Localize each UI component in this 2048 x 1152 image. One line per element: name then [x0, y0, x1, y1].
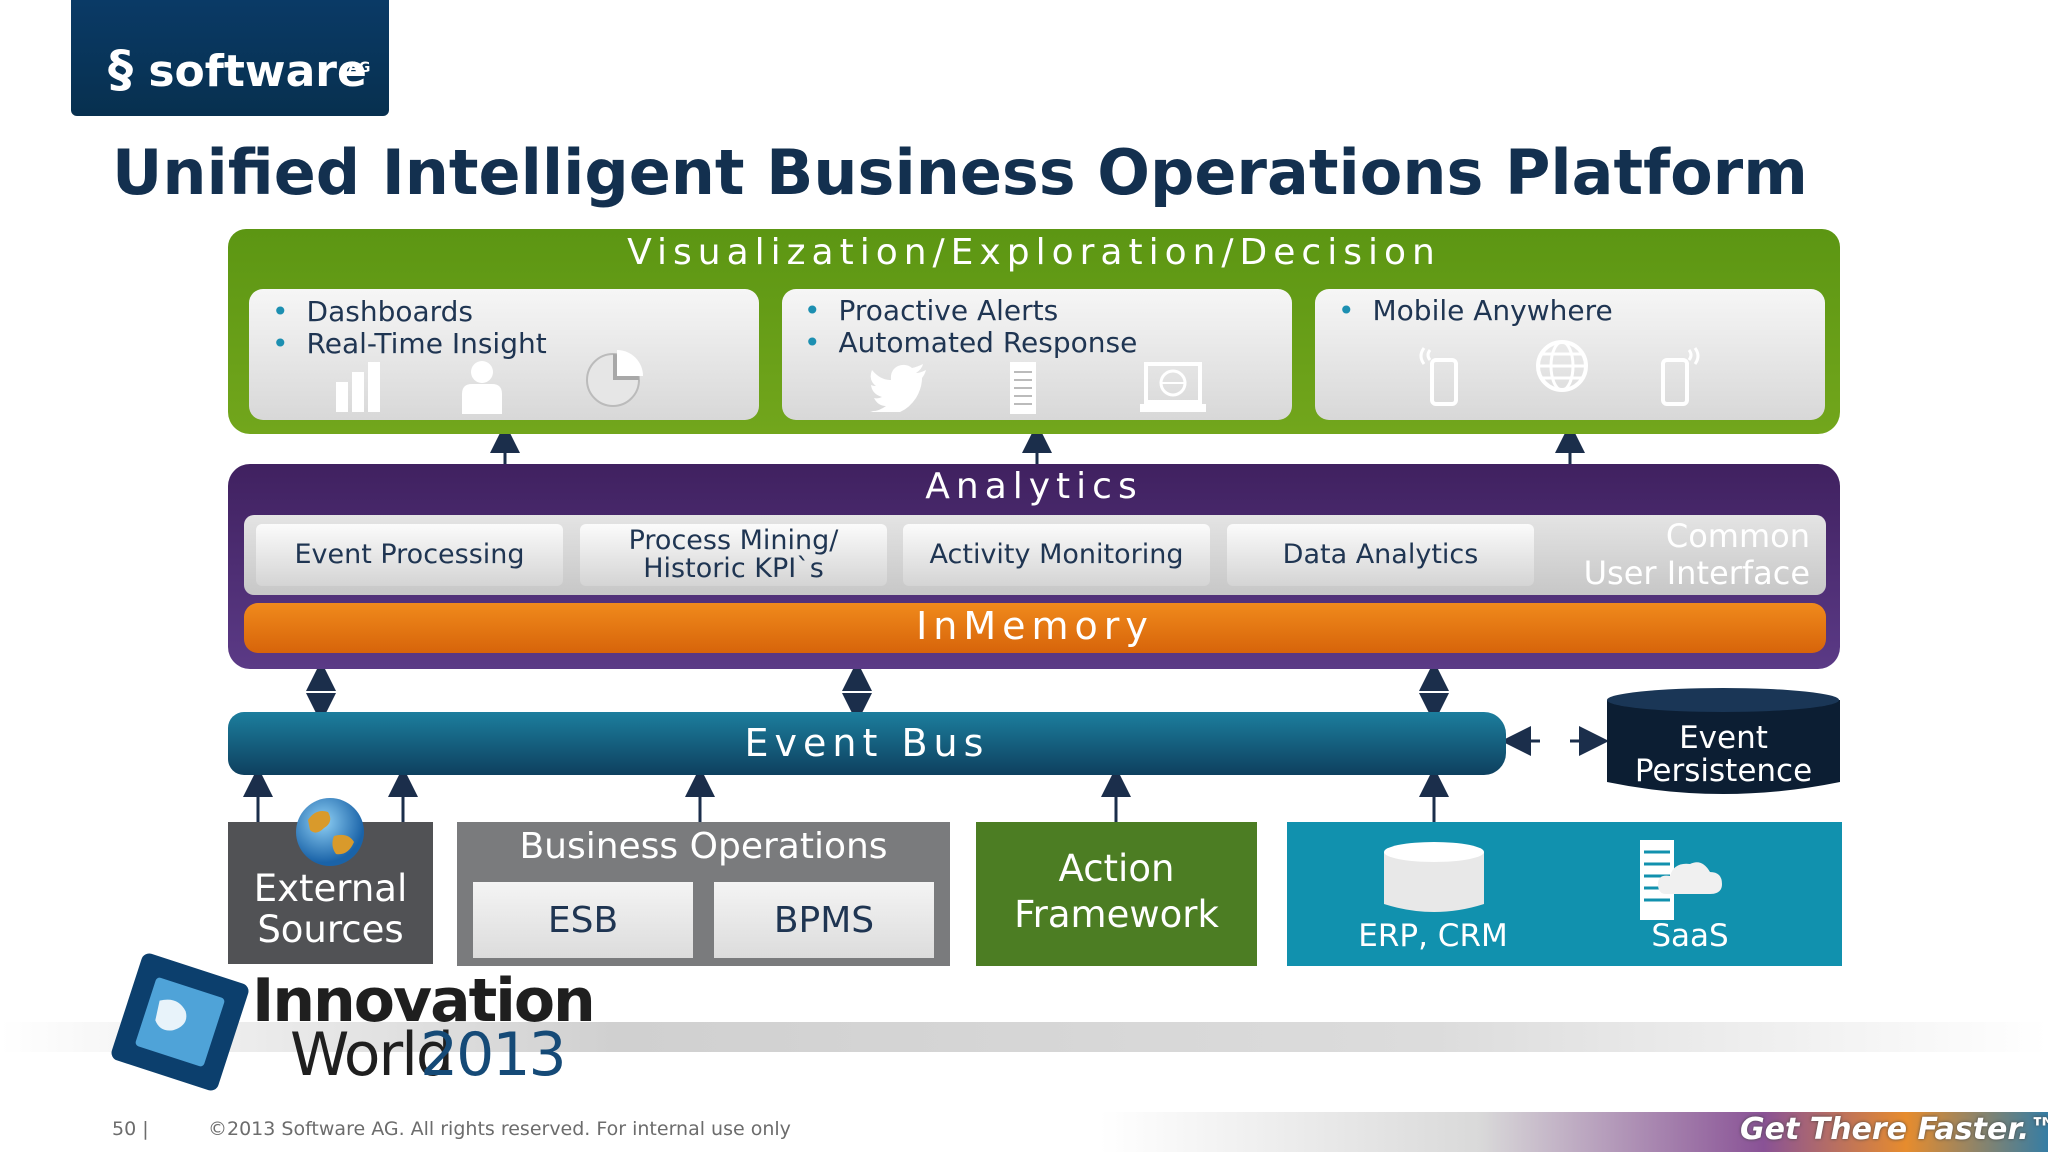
- event-persistence-label: Event Persistence: [1634, 720, 1813, 789]
- twitter-bird-icon: [870, 364, 926, 412]
- viz-panel-mobile-list: •Mobile Anywhere: [1338, 295, 1613, 327]
- external-sources-label: External Sources: [253, 867, 408, 951]
- footer-band: [0, 1022, 2048, 1052]
- erp-crm-label: ERP, CRM: [1358, 918, 1508, 954]
- module-event-processing: Event Processing: [256, 524, 563, 586]
- logo-wordmark: § software: [108, 40, 367, 98]
- event-title-line1: Innovation: [252, 966, 596, 1036]
- laptop-globe-icon: [1140, 362, 1206, 412]
- globe-icon: [1536, 340, 1588, 392]
- visualization-title: Visualization/Exploration/Decision: [627, 232, 1441, 273]
- viz-panel-alerts: [782, 289, 1292, 420]
- server-icon: [1010, 362, 1036, 414]
- event-bus: [228, 712, 1506, 775]
- database-icon: [1384, 842, 1484, 912]
- viz-panel-dashboards: [249, 289, 759, 420]
- logo-suffix: AG: [348, 60, 371, 76]
- inmemory-label: InMemory: [916, 604, 1154, 648]
- common-user-interface: Common User Interface: [1583, 517, 1810, 592]
- bpms-box: BPMS: [714, 882, 934, 958]
- page-title: Unified Intelligent Business Operations …: [112, 136, 1808, 209]
- event-title-world: World: [290, 1020, 454, 1090]
- list-item: •Mobile Anywhere: [1338, 294, 1613, 327]
- bar-chart-icon: [336, 362, 380, 412]
- pie-chart-icon: [586, 350, 643, 407]
- copyright: ©2013 Software AG. All rights reserved. …: [208, 1118, 791, 1140]
- innovation-world-emblem: [111, 953, 249, 1091]
- action-framework-box: [976, 822, 1257, 966]
- list-item: •Proactive Alerts: [804, 294, 1059, 327]
- person-icon: [462, 361, 502, 414]
- event-title-year: 2013: [420, 1020, 567, 1090]
- event-persistence-cylinder: [1607, 688, 1840, 794]
- viz-panel-dashboards-list: •Dashboards •Real-Time Insight: [272, 296, 547, 360]
- business-operations-title: Business Operations: [519, 826, 888, 867]
- event-bus-label: Event Bus: [744, 721, 990, 765]
- inmemory-bar: [244, 603, 1826, 653]
- module-process-mining: Process Mining/ Historic KPI`s: [580, 524, 887, 586]
- action-framework-label: Action Framework: [1014, 847, 1219, 936]
- saas-label: SaaS: [1651, 918, 1729, 954]
- analytics-title: Analytics: [925, 466, 1143, 507]
- list-item: •Dashboards: [272, 295, 474, 328]
- earth-globe-icon: [296, 798, 364, 866]
- module-data-analytics: Data Analytics: [1227, 524, 1534, 586]
- viz-panel-alerts-list: •Proactive Alerts •Automated Response: [804, 295, 1137, 359]
- footer-stripe: [1100, 1112, 2048, 1152]
- software-ag-logo: [71, 0, 389, 116]
- mobile-wireless-icon: [1661, 347, 1700, 406]
- module-activity-monitoring: Activity Monitoring: [903, 524, 1210, 586]
- esb-box: ESB: [473, 882, 693, 958]
- page-number: 50 |: [112, 1118, 149, 1140]
- list-item: •Real-Time Insight: [272, 327, 547, 360]
- tagline: Get There Faster.™: [1740, 1112, 2048, 1147]
- erp-saas-box: [1287, 822, 1842, 966]
- logo-s-icon: §: [108, 40, 133, 98]
- list-item: •Automated Response: [804, 326, 1138, 359]
- mobile-wireless-icon: [1419, 347, 1458, 406]
- cloud-building-icon: [1640, 840, 1722, 920]
